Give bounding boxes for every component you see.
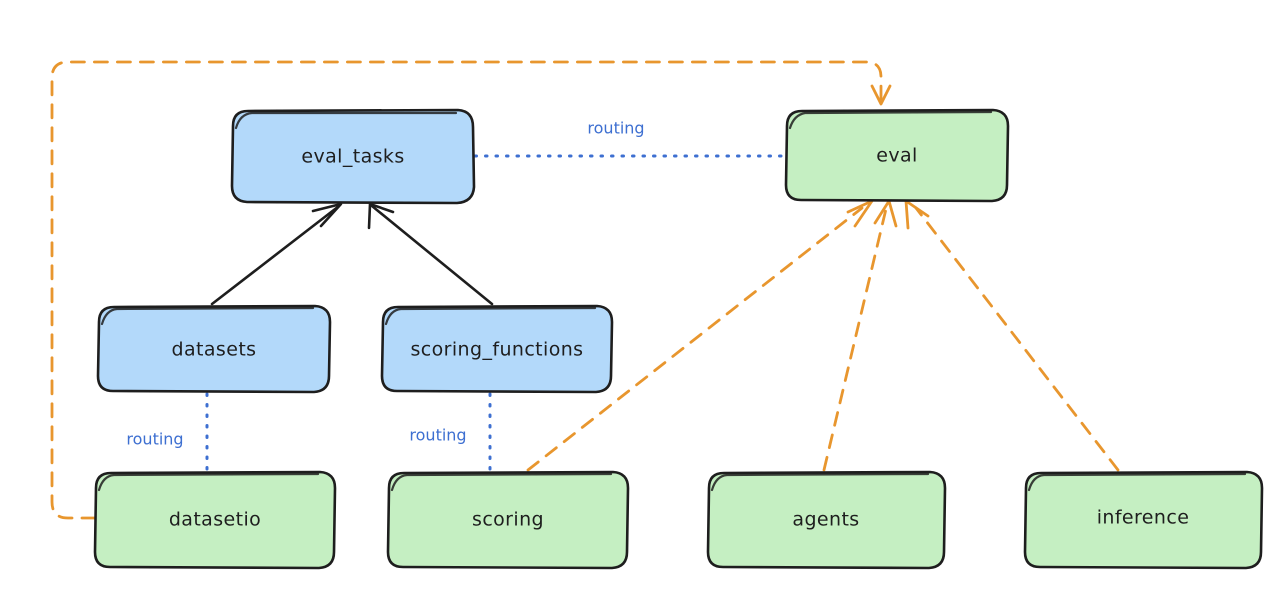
edge-label-routing-datasetio: routing bbox=[126, 430, 183, 449]
node-agents-sketch bbox=[710, 472, 930, 492]
node-scoring[interactable]: scoring bbox=[386, 470, 630, 570]
node-datasets-shape bbox=[96, 304, 332, 394]
node-eval-sketch bbox=[788, 110, 993, 130]
edge-scoringfn-eval_tasks bbox=[367, 202, 494, 306]
node-layer: eval_tasks eval datasets scoring_functio… bbox=[93, 108, 1264, 570]
node-scoring-functions-shape bbox=[380, 304, 614, 394]
edge-datasets-eval_tasks bbox=[210, 202, 343, 306]
edge-datasetio-eval bbox=[50, 60, 892, 520]
node-datasets-label: datasets bbox=[172, 339, 257, 361]
node-eval-tasks-shape bbox=[230, 108, 476, 205]
node-inference[interactable]: inference bbox=[1023, 470, 1264, 570]
node-agents-label: agents bbox=[792, 509, 859, 531]
node-eval-tasks-sketch bbox=[234, 111, 458, 130]
edge-agents-eval bbox=[822, 199, 898, 472]
node-datasetio-shape bbox=[93, 470, 337, 570]
node-datasets-sketch bbox=[100, 306, 315, 326]
node-datasetio-label: datasetio bbox=[169, 509, 261, 531]
node-inference-sketch bbox=[1027, 472, 1247, 492]
node-scoring-shape bbox=[386, 470, 630, 570]
edge-datasets-datasetio: routing bbox=[126, 392, 209, 472]
edge-eval_tasks-eval: routing bbox=[473, 119, 786, 158]
arrowhead-datasets-eval_tasks bbox=[311, 202, 343, 228]
arrowhead-scoringfn-eval_tasks bbox=[367, 202, 395, 230]
node-scoring-functions-sketch bbox=[384, 306, 597, 326]
node-eval-tasks-label: eval_tasks bbox=[301, 146, 404, 168]
node-datasetio[interactable]: datasetio bbox=[93, 470, 337, 570]
arrowhead-inference-eval bbox=[904, 199, 930, 230]
node-scoring-functions-label: scoring_functions bbox=[411, 339, 584, 361]
edge-scoringfn-scoring: routing bbox=[409, 392, 492, 472]
node-eval-tasks[interactable]: eval_tasks bbox=[230, 108, 476, 205]
edge-label-routing-scoring: routing bbox=[409, 426, 466, 445]
node-agents-shape bbox=[706, 470, 947, 570]
node-agents[interactable]: agents bbox=[706, 470, 947, 570]
node-datasets[interactable]: datasets bbox=[96, 304, 332, 394]
arrowhead-scoring-eval bbox=[846, 199, 874, 228]
node-datasetio-sketch bbox=[97, 472, 320, 492]
edge-label-routing-eval: routing bbox=[587, 119, 644, 138]
node-scoring-label: scoring bbox=[472, 509, 544, 531]
node-eval[interactable]: eval bbox=[784, 108, 1010, 203]
edge-inference-eval bbox=[904, 199, 1120, 472]
node-scoring-sketch bbox=[390, 472, 613, 492]
node-eval-shape bbox=[784, 108, 1010, 203]
node-eval-label: eval bbox=[876, 145, 917, 167]
edge-layer: routing routing routing bbox=[50, 60, 1120, 520]
arrowhead-datasetio-eval bbox=[870, 84, 892, 106]
node-inference-label: inference bbox=[1097, 507, 1190, 529]
node-scoring-functions[interactable]: scoring_functions bbox=[380, 304, 614, 394]
node-inference-shape bbox=[1023, 470, 1264, 570]
